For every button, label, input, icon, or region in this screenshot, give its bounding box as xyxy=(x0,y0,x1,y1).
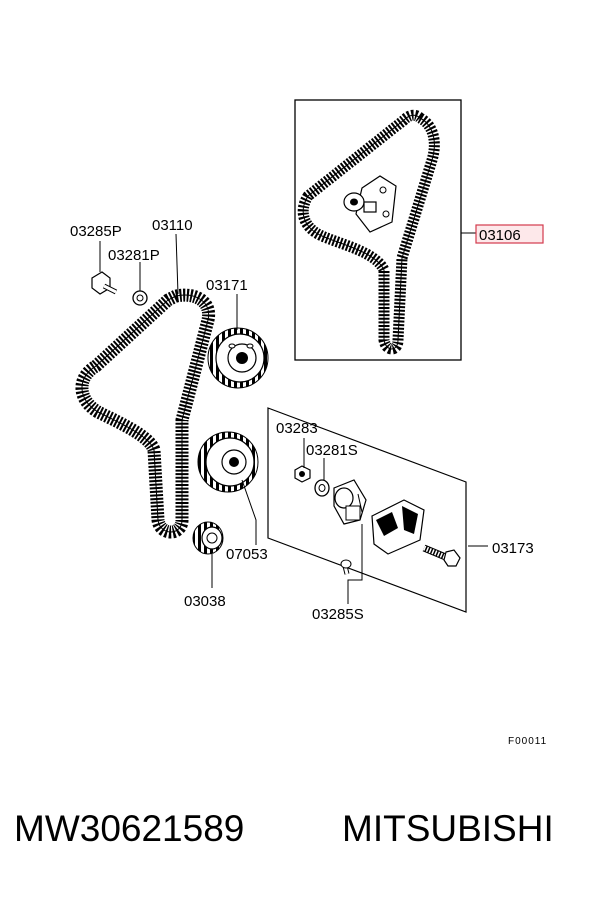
sprocket-03171 xyxy=(207,327,269,389)
label-03285P[interactable]: 03285P xyxy=(70,223,122,240)
label-03110[interactable]: 03110 xyxy=(152,217,193,234)
crank-sprocket-03038 xyxy=(192,521,224,555)
label-03283[interactable]: 03283 xyxy=(276,420,318,437)
bolt-03285P xyxy=(91,271,118,295)
sprocket-07053 xyxy=(197,431,259,493)
parts-diagram: 03106 xyxy=(70,99,547,747)
label-03173[interactable]: 03173 xyxy=(492,540,534,557)
label-03285S[interactable]: 03285S xyxy=(312,606,364,623)
label-03106[interactable]: 03106 xyxy=(479,227,521,244)
inset-belt-kit: 03106 xyxy=(294,99,544,361)
tensioner-kit-group xyxy=(267,407,467,613)
tensioner-bracket xyxy=(371,499,425,555)
inset-timing-belt xyxy=(297,109,440,355)
part-number: MW30621589 xyxy=(14,808,245,849)
brand-name: MITSUBISHI xyxy=(342,808,554,849)
label-03281S[interactable]: 03281S xyxy=(306,442,358,459)
figure-code: F00011 xyxy=(508,736,547,747)
timing-belt-03110 xyxy=(75,288,216,539)
stud-03285S xyxy=(340,559,352,575)
bolt-03173 xyxy=(422,544,461,567)
highlight-box-03106[interactable] xyxy=(475,224,544,244)
tensioner-pulley xyxy=(333,479,367,525)
label-07053[interactable]: 07053 xyxy=(226,546,268,563)
inset-tensioner xyxy=(343,175,397,233)
leader-lines xyxy=(99,233,488,604)
caption: MW30621589 MITSUBISHI xyxy=(0,808,600,872)
nut-03283 xyxy=(294,465,311,483)
washer-03281S xyxy=(314,479,330,497)
label-03281P[interactable]: 03281P xyxy=(108,247,160,264)
washer-03281P xyxy=(132,290,148,306)
label-03171[interactable]: 03171 xyxy=(206,277,248,294)
label-03038[interactable]: 03038 xyxy=(184,593,226,610)
